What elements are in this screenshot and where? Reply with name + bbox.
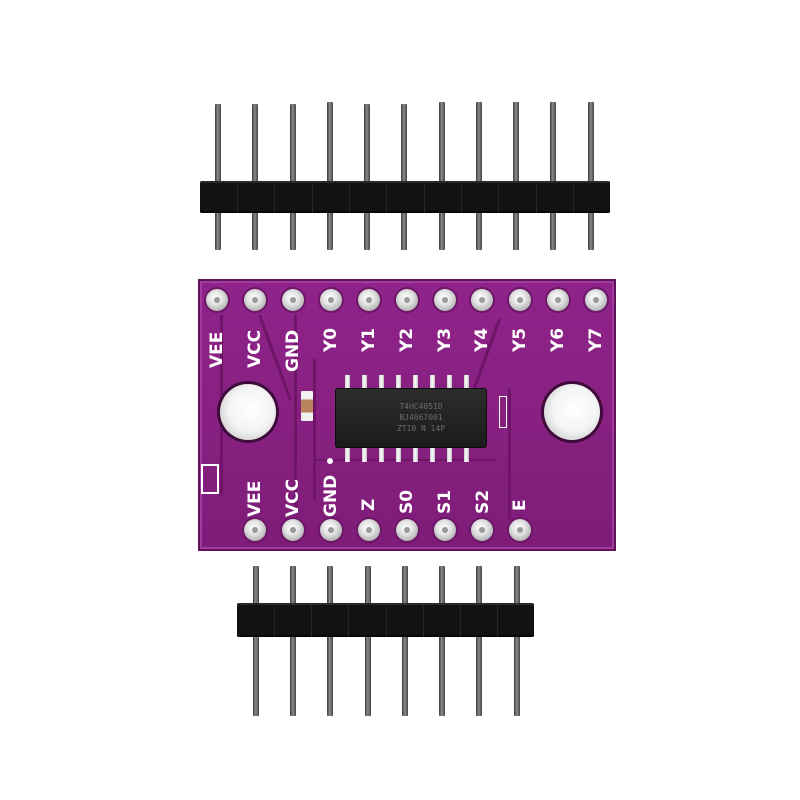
chip-marking-line-1: 74HC4051D (399, 402, 443, 411)
label-vcc-top: VCC (245, 329, 265, 368)
label-vee-top: VEE (207, 331, 227, 368)
label-vcc-bottom: VCC (283, 478, 303, 517)
bottom-header-pin-5 (402, 566, 408, 716)
bottom-header-pin-6 (439, 566, 445, 716)
label-s0: S0 (397, 489, 417, 514)
top-header-plastic (200, 181, 610, 213)
pad-y6 (547, 289, 569, 311)
bottom-header-pin-3 (327, 566, 333, 716)
chip-marking-line-2: BJ4067001 (399, 413, 443, 422)
pad-vee-bottom (244, 519, 266, 541)
top-header-pin-1 (215, 104, 221, 250)
top-header-pin-9 (513, 102, 519, 250)
label-y2: Y2 (397, 327, 417, 352)
label-gnd-top: GND (283, 329, 303, 372)
pad-z (358, 519, 380, 541)
pin1-marker-dot (327, 458, 333, 464)
mux-ic-chip: 74HC4051D BJ4067001 ZT10 N 14P (336, 389, 486, 447)
mounting-hole-right (544, 384, 600, 440)
silkscreen-jumper-box (201, 464, 219, 494)
silkscreen-marking-right (499, 396, 507, 428)
pad-vcc-top (244, 289, 266, 311)
bottom-header-pin-7 (476, 566, 482, 716)
label-y4: Y4 (472, 327, 492, 352)
bottom-header-pin-4 (365, 566, 371, 716)
top-header-pin-5 (364, 104, 370, 250)
pad-s1 (434, 519, 456, 541)
chip-marking-line-3: ZT10 N 14P (396, 424, 446, 433)
top-header-pin-3 (290, 104, 296, 250)
bottom-header-pin-8 (514, 566, 520, 716)
pad-y4 (471, 289, 493, 311)
label-vee-bottom: VEE (245, 480, 265, 517)
pad-gnd-top (282, 289, 304, 311)
label-s2: S2 (473, 489, 493, 514)
label-gnd-bottom: GND (321, 474, 341, 517)
top-header-pin-7 (439, 102, 445, 250)
label-y0: Y0 (321, 327, 341, 352)
pad-vee-top (206, 289, 228, 311)
pad-y5 (509, 289, 531, 311)
label-y6: Y6 (548, 327, 568, 352)
smd-resistor (301, 391, 313, 421)
pad-gnd-bottom (320, 519, 342, 541)
top-header-pin-6 (401, 104, 407, 250)
top-header-pin-10 (550, 102, 556, 250)
pad-s0 (396, 519, 418, 541)
pad-s2 (471, 519, 493, 541)
top-header-pin-4 (327, 102, 333, 250)
label-y5: Y5 (510, 327, 530, 352)
top-header-pin-2 (252, 104, 258, 250)
label-s1: S1 (435, 489, 455, 514)
label-y1: Y1 (359, 327, 379, 352)
pad-y2 (396, 289, 418, 311)
bottom-header-pin-1 (253, 566, 259, 716)
pad-y7 (585, 289, 607, 311)
pad-e (509, 519, 531, 541)
top-header-pin-8 (476, 102, 482, 250)
bottom-header-pin-2 (290, 566, 296, 716)
pad-y0 (320, 289, 342, 311)
label-e: E (510, 499, 530, 511)
pad-y3 (434, 289, 456, 311)
label-y3: Y3 (435, 327, 455, 352)
bottom-header-plastic (237, 603, 534, 637)
pad-y1 (358, 289, 380, 311)
label-z: Z (359, 498, 379, 511)
mounting-hole-left (220, 384, 276, 440)
top-header-pin-11 (588, 102, 594, 250)
label-y7: Y7 (586, 327, 606, 352)
pad-vcc-bottom (282, 519, 304, 541)
